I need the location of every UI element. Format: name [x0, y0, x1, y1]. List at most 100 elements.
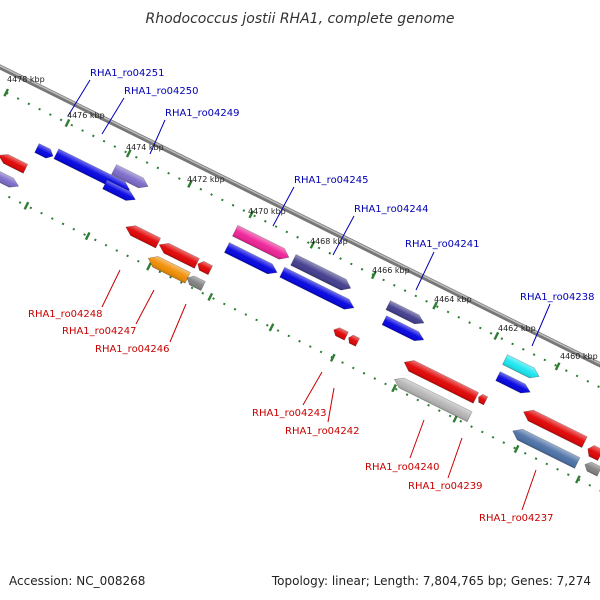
- tick-label-4462: 4462 kbp: [498, 324, 536, 333]
- gene-ro04239[interactable]: [392, 374, 473, 423]
- accession-text: Accession: NC_008268: [9, 574, 145, 588]
- gene-ro04238b[interactable]: [495, 371, 533, 397]
- label-connector: [169, 303, 187, 343]
- lower-minor-tick: [373, 377, 377, 380]
- gene-ro04247[interactable]: [157, 240, 200, 269]
- gene-ro04246[interactable]: [146, 253, 191, 284]
- gene-ro04240b[interactable]: [477, 393, 489, 406]
- gene-edge-forward-shine: [0, 169, 19, 188]
- gene-ro04245[interactable]: [232, 224, 292, 262]
- gene-label-ro04237[interactable]: RHA1_ro04237: [479, 513, 554, 524]
- upper-minor-tick: [446, 310, 450, 314]
- gene-ro04251-shine: [34, 143, 54, 159]
- upper-major-tick: [493, 331, 500, 341]
- gene-label-ro04251[interactable]: RHA1_ro04251: [90, 68, 165, 79]
- upper-minor-tick: [81, 129, 84, 132]
- upper-minor-tick: [231, 203, 235, 207]
- gene-edge-reverse[interactable]: [0, 151, 29, 174]
- lower-major-tick: [329, 353, 336, 362]
- upper-minor-tick: [242, 209, 246, 212]
- gene-aux-forward-a[interactable]: [102, 179, 138, 204]
- upper-minor-tick: [564, 369, 568, 372]
- gene-ro04247b[interactable]: [196, 259, 213, 276]
- gene-ro04243[interactable]: [332, 326, 349, 341]
- lower-minor-tick: [126, 254, 129, 258]
- gene-ro04237b[interactable]: [510, 426, 581, 469]
- gene-ro04247b-shine: [197, 261, 213, 275]
- gene-label-ro04238[interactable]: RHA1_ro04238: [520, 292, 595, 303]
- gene-ro04241[interactable]: [385, 300, 426, 328]
- lower-minor-tick: [276, 329, 280, 332]
- gene-label-ro04239[interactable]: RHA1_ro04239: [408, 481, 483, 492]
- gene-ro04240[interactable]: [402, 357, 479, 404]
- lower-major-tick: [513, 444, 520, 454]
- upper-major-tick: [309, 240, 316, 249]
- upper-minor-tick: [124, 150, 127, 154]
- label-connector: [101, 97, 125, 135]
- lower-minor-tick: [384, 382, 387, 386]
- gene-label-ro04242[interactable]: RHA1_ro04242: [285, 426, 360, 437]
- gene-ro04251[interactable]: [34, 143, 56, 161]
- gene-ro04244-shine: [290, 254, 351, 291]
- upper-minor-tick: [575, 374, 579, 378]
- lower-minor-tick: [534, 457, 538, 460]
- upper-minor-tick: [317, 246, 321, 250]
- gene-label-ro04245[interactable]: RHA1_ro04245: [294, 175, 369, 186]
- lower-major-tick: [84, 231, 91, 241]
- lower-minor-tick: [394, 387, 398, 391]
- gene-ro04245b[interactable]: [224, 242, 279, 278]
- gene-edge-right[interactable]: [585, 444, 600, 461]
- lower-minor-tick: [136, 259, 140, 263]
- gene-ro04242[interactable]: [347, 334, 360, 347]
- gene-ro04246b[interactable]: [185, 274, 206, 291]
- lower-minor-tick: [115, 249, 119, 252]
- tick-label-4476: 4476 kbp: [67, 111, 105, 120]
- lower-minor-tick: [545, 462, 549, 466]
- gene-label-ro04241[interactable]: RHA1_ro04241: [405, 239, 480, 250]
- lower-major-tick: [452, 414, 459, 423]
- lower-minor-tick: [491, 435, 495, 439]
- upper-minor-tick: [489, 331, 493, 335]
- upper-minor-tick: [134, 155, 138, 159]
- gene-label-ro04243[interactable]: RHA1_ro04243: [252, 408, 327, 419]
- upper-minor-tick: [177, 177, 181, 180]
- gene-edge-right-b[interactable]: [583, 460, 600, 477]
- gene-edge-reverse-shine: [0, 154, 28, 174]
- gene-features: [0, 143, 600, 477]
- gene-ro04244[interactable]: [290, 254, 354, 293]
- gene-ro04239-shine: [394, 378, 473, 422]
- gene-label-ro04250[interactable]: RHA1_ro04250: [124, 86, 199, 97]
- gene-ro04244b[interactable]: [279, 266, 357, 312]
- gene-edge-forward[interactable]: [0, 168, 21, 190]
- upper-minor-tick: [70, 123, 74, 127]
- gene-label-ro04249[interactable]: RHA1_ro04249: [165, 108, 240, 119]
- tick-label-4466: 4466 kbp: [372, 266, 410, 275]
- lower-minor-tick: [40, 211, 43, 215]
- gene-ro04237[interactable]: [521, 407, 588, 448]
- upper-minor-tick: [403, 289, 407, 292]
- gene-label-ro04248[interactable]: RHA1_ro04248: [28, 309, 103, 320]
- gene-label-ro04246[interactable]: RHA1_ro04246: [95, 344, 170, 355]
- gene-ro04248[interactable]: [123, 222, 161, 249]
- upper-major-tick: [125, 149, 132, 158]
- lower-minor-tick: [287, 334, 291, 338]
- gene-label-ro04244[interactable]: RHA1_ro04244: [354, 204, 429, 215]
- upper-minor-tick: [210, 193, 213, 196]
- lower-minor-tick: [513, 446, 516, 450]
- gene-ro04237-shine: [523, 410, 588, 448]
- label-connector: [531, 303, 551, 347]
- lower-minor-tick: [470, 425, 473, 428]
- gene-label-ro04240[interactable]: RHA1_ro04240: [365, 462, 440, 473]
- gene-ro04246-shine: [148, 256, 191, 284]
- upper-minor-tick: [274, 225, 278, 228]
- lower-minor-tick: [104, 243, 108, 247]
- upper-minor-tick: [27, 102, 31, 106]
- gene-aux-forward-a-shine: [102, 179, 136, 201]
- gene-ro04241b[interactable]: [381, 315, 426, 345]
- gene-ro04249[interactable]: [111, 164, 151, 192]
- tick-label-4464: 4464 kbp: [434, 295, 472, 304]
- gene-label-ro04247[interactable]: RHA1_ro04247: [62, 326, 137, 337]
- lower-major-tick: [575, 475, 581, 484]
- gene-ro04238[interactable]: [502, 354, 542, 382]
- upper-minor-tick: [59, 118, 63, 122]
